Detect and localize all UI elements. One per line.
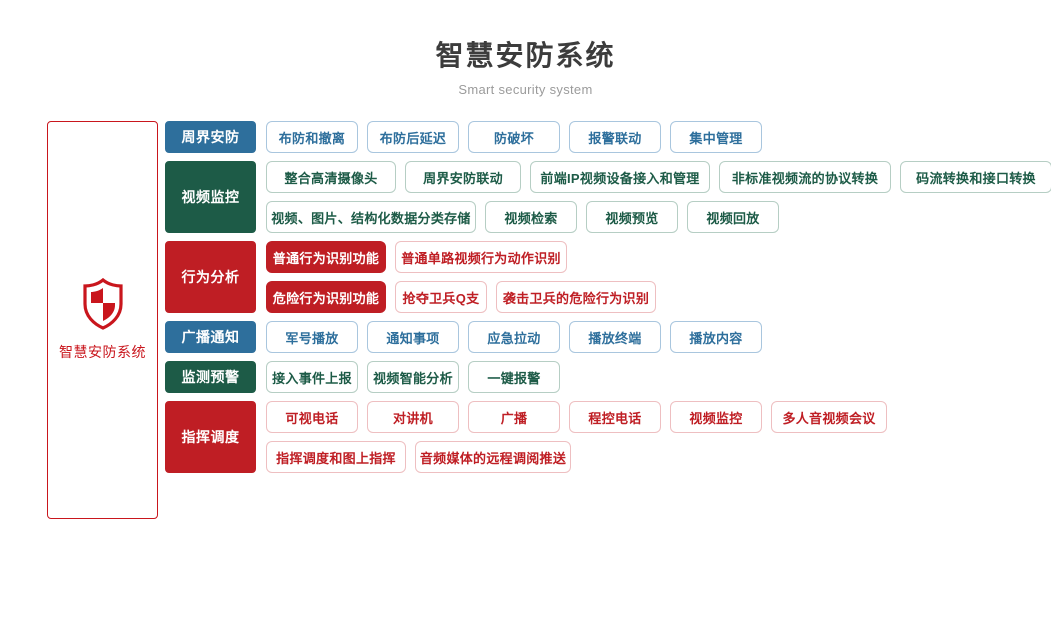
row-items-video-surveillance: 整合高清摄像头 周界安防联动 前端IP视频设备接入和管理 非标准视频流的协议转换… xyxy=(266,161,1051,233)
feature-pill-solid[interactable]: 危险行为识别功能 xyxy=(266,281,386,313)
category-label-command-dispatch[interactable]: 指挥调度 xyxy=(165,401,256,473)
feature-pill[interactable]: 视频检索 xyxy=(485,201,577,233)
shield-icon xyxy=(82,278,123,330)
page-header: 智慧安防系统 Smart security system xyxy=(0,0,1051,97)
feature-pill[interactable]: 视频监控 xyxy=(670,401,762,433)
root-node-panel[interactable]: 智慧安防系统 xyxy=(47,121,158,519)
feature-pill[interactable]: 整合高清摄像头 xyxy=(266,161,396,193)
category-label-broadcast-notification[interactable]: 广播通知 xyxy=(165,321,256,353)
item-line: 整合高清摄像头 周界安防联动 前端IP视频设备接入和管理 非标准视频流的协议转换… xyxy=(266,161,1051,193)
row-video-surveillance: 视频监控 整合高清摄像头 周界安防联动 前端IP视频设备接入和管理 非标准视频流… xyxy=(165,161,1051,233)
feature-pill-solid[interactable]: 普通行为识别功能 xyxy=(266,241,386,273)
item-line: 布防和撤离 布防后延迟 防破坏 报警联动 集中管理 xyxy=(266,121,1051,153)
feature-pill[interactable]: 通知事项 xyxy=(367,321,459,353)
item-line: 普通行为识别功能 普通单路视频行为动作识别 xyxy=(266,241,1051,273)
feature-pill[interactable]: 广播 xyxy=(468,401,560,433)
feature-pill[interactable]: 多人音视频会议 xyxy=(771,401,887,433)
row-items-command-dispatch: 可视电话 对讲机 广播 程控电话 视频监控 多人音视频会议 指挥调度和图上指挥 … xyxy=(266,401,1051,473)
item-line: 危险行为识别功能 抢夺卫兵Q支 袭击卫兵的危险行为识别 xyxy=(266,281,1051,313)
feature-pill[interactable]: 程控电话 xyxy=(569,401,661,433)
feature-pill[interactable]: 码流转换和接口转换 xyxy=(900,161,1051,193)
row-behavior-analysis: 行为分析 普通行为识别功能 普通单路视频行为动作识别 危险行为识别功能 抢夺卫兵… xyxy=(165,241,1051,313)
page-subtitle: Smart security system xyxy=(458,82,593,97)
category-label-perimeter-security[interactable]: 周界安防 xyxy=(165,121,256,153)
feature-pill[interactable]: 应急拉动 xyxy=(468,321,560,353)
feature-pill[interactable]: 播放终端 xyxy=(569,321,661,353)
feature-pill[interactable]: 前端IP视频设备接入和管理 xyxy=(530,161,710,193)
feature-pill[interactable]: 播放内容 xyxy=(670,321,762,353)
feature-pill[interactable]: 防破坏 xyxy=(468,121,560,153)
row-items-monitoring-alert: 接入事件上报 视频智能分析 一键报警 xyxy=(266,361,1051,393)
item-line: 视频、图片、结构化数据分类存储 视频检索 视频预览 视频回放 xyxy=(266,201,1051,233)
item-line: 指挥调度和图上指挥 音频媒体的远程调阅推送 xyxy=(266,441,1051,473)
feature-pill[interactable]: 报警联动 xyxy=(569,121,661,153)
feature-pill[interactable]: 非标准视频流的协议转换 xyxy=(719,161,891,193)
feature-pill[interactable]: 视频回放 xyxy=(687,201,779,233)
page-title: 智慧安防系统 xyxy=(435,40,616,71)
row-monitoring-alert: 监测预警 接入事件上报 视频智能分析 一键报警 xyxy=(165,361,1051,393)
category-label-behavior-analysis[interactable]: 行为分析 xyxy=(165,241,256,313)
feature-pill[interactable]: 视频预览 xyxy=(586,201,678,233)
row-items-behavior-analysis: 普通行为识别功能 普通单路视频行为动作识别 危险行为识别功能 抢夺卫兵Q支 袭击… xyxy=(266,241,1051,313)
item-line: 可视电话 对讲机 广播 程控电话 视频监控 多人音视频会议 xyxy=(266,401,1051,433)
feature-pill[interactable]: 抢夺卫兵Q支 xyxy=(395,281,487,313)
feature-pill[interactable]: 布防和撤离 xyxy=(266,121,358,153)
row-items-broadcast-notification: 军号播放 通知事项 应急拉动 播放终端 播放内容 xyxy=(266,321,1051,353)
feature-pill[interactable]: 袭击卫兵的危险行为识别 xyxy=(496,281,656,313)
row-broadcast-notification: 广播通知 军号播放 通知事项 应急拉动 播放终端 播放内容 xyxy=(165,321,1051,353)
feature-pill[interactable]: 周界安防联动 xyxy=(405,161,521,193)
category-label-monitoring-alert[interactable]: 监测预警 xyxy=(165,361,256,393)
category-label-video-surveillance[interactable]: 视频监控 xyxy=(165,161,256,233)
row-command-dispatch: 指挥调度 可视电话 对讲机 广播 程控电话 视频监控 多人音视频会议 指挥调度和… xyxy=(165,401,1051,473)
feature-pill[interactable]: 普通单路视频行为动作识别 xyxy=(395,241,567,273)
feature-pill[interactable]: 指挥调度和图上指挥 xyxy=(266,441,406,473)
feature-pill[interactable]: 军号播放 xyxy=(266,321,358,353)
feature-pill[interactable]: 视频智能分析 xyxy=(367,361,459,393)
feature-pill[interactable]: 可视电话 xyxy=(266,401,358,433)
feature-pill[interactable]: 接入事件上报 xyxy=(266,361,358,393)
row-perimeter-security: 周界安防 布防和撤离 布防后延迟 防破坏 报警联动 集中管理 xyxy=(165,121,1051,153)
architecture-diagram: 智慧安防系统 周界安防 布防和撤离 布防后延迟 防破坏 报警联动 集中管理 视频… xyxy=(0,121,1051,519)
row-items-perimeter-security: 布防和撤离 布防后延迟 防破坏 报警联动 集中管理 xyxy=(266,121,1051,153)
feature-pill[interactable]: 对讲机 xyxy=(367,401,459,433)
feature-pill[interactable]: 视频、图片、结构化数据分类存储 xyxy=(266,201,476,233)
item-line: 军号播放 通知事项 应急拉动 播放终端 播放内容 xyxy=(266,321,1051,353)
category-rows: 周界安防 布防和撤离 布防后延迟 防破坏 报警联动 集中管理 视频监控 整合高清… xyxy=(165,121,1051,473)
feature-pill[interactable]: 集中管理 xyxy=(670,121,762,153)
item-line: 接入事件上报 视频智能分析 一键报警 xyxy=(266,361,1051,393)
feature-pill[interactable]: 音频媒体的远程调阅推送 xyxy=(415,441,571,473)
feature-pill[interactable]: 一键报警 xyxy=(468,361,560,393)
feature-pill[interactable]: 布防后延迟 xyxy=(367,121,459,153)
root-node-label: 智慧安防系统 xyxy=(59,344,146,360)
